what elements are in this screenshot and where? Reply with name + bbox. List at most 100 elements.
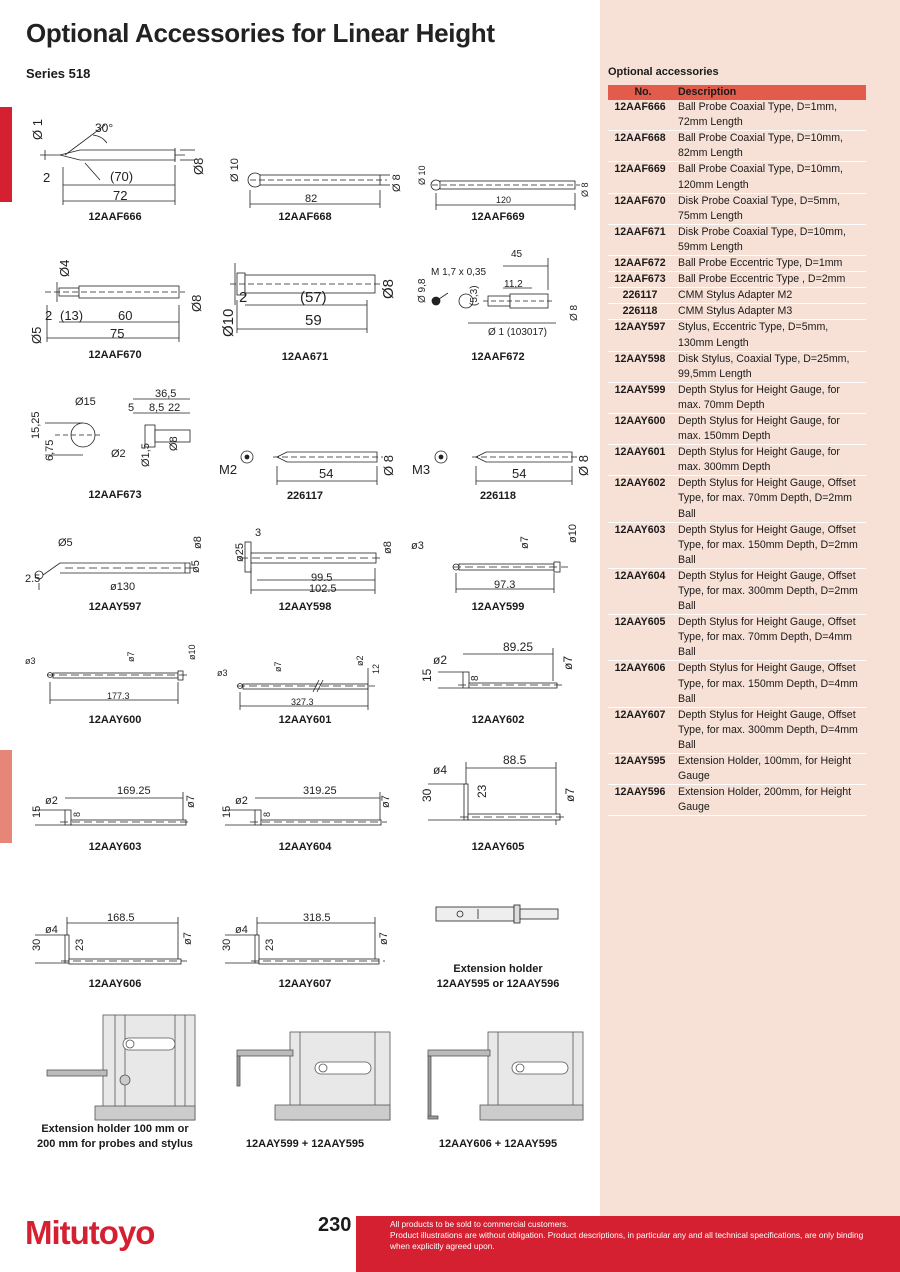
drawing-12AAF668: Ø 10 82 Ø 8 12AAF668 xyxy=(215,158,403,230)
figure-caption: 12AAY598 xyxy=(278,601,332,613)
figure-caption-line1: Extension holder xyxy=(453,963,543,975)
dim-label: ø2 xyxy=(355,655,365,666)
cell-order-number: 12AAY596 xyxy=(608,784,674,817)
figure-caption: 12AAF669 xyxy=(471,211,525,223)
dim-label: 11,2 xyxy=(504,279,523,290)
dim-label: ø4 xyxy=(45,924,58,936)
dim-label: 22 xyxy=(168,402,180,414)
cell-description: Depth Stylus for Height Gauge, for max. … xyxy=(674,382,866,414)
figure-caption: 12AAY603 xyxy=(88,841,142,853)
drawing-12AAY607: 318.5 ø4 30 23 ø7 12AAY607 xyxy=(215,905,395,997)
figure-caption: 12AA671 xyxy=(281,351,329,363)
dim-label: 8 xyxy=(470,675,481,681)
drawing-226117: M2 54 Ø 8 226117 xyxy=(215,440,396,510)
drawing-12AAY602: 89.25 ø2 15 8 ø7 12AAY602 xyxy=(408,636,588,732)
drawing-12AAY603: 169.25 ø2 15 8 ø7 12AAY603 xyxy=(25,780,205,860)
dim-label: ø8 xyxy=(382,541,394,554)
dim-label: Ø10 xyxy=(220,309,237,337)
dim-label: ø7 xyxy=(561,656,575,670)
figure-caption: 12AAF673 xyxy=(88,489,142,501)
dim-label: Ø15 xyxy=(75,396,96,408)
cell-description: Ball Probe Coaxial Type, D=10mm, 82mm Le… xyxy=(674,130,866,163)
cell-description: Disk Probe Coaxial Type, D=5mm, 75mm Len… xyxy=(674,193,866,225)
dim-label: (5,3) xyxy=(469,285,480,306)
cell-order-number: 12AAF669 xyxy=(608,161,674,194)
photo-caption: 12AAY599 + 12AAY595 xyxy=(245,1138,365,1150)
dim-label: 2 xyxy=(45,308,52,323)
figure-caption: 12AAF670 xyxy=(88,349,142,361)
dim-label: 8 xyxy=(72,812,82,817)
dim-label: 2.5 xyxy=(25,573,40,585)
drawing-12AAY606: 168.5 ø4 30 23 ø7 12AAY606 xyxy=(25,905,205,997)
dim-label: M3 xyxy=(412,462,430,477)
dim-label: ø3 xyxy=(25,656,36,666)
drawing-226118: M3 54 Ø 8 226118 xyxy=(408,440,591,510)
dim-label: 2 xyxy=(239,289,247,306)
figure-caption: 12AAY600 xyxy=(88,714,142,726)
figure-caption: 12AAF668 xyxy=(278,211,332,223)
figure-caption: 12AAF666 xyxy=(88,211,142,223)
dim-label: 54 xyxy=(512,466,526,481)
cell-description: Depth Stylus for Height Gauge, Offset Ty… xyxy=(674,568,866,616)
photo-caption-line1: Extension holder 100 mm or xyxy=(41,1123,189,1135)
photo-caption: 12AAY606 + 12AAY595 xyxy=(438,1138,558,1150)
dim-label: 72 xyxy=(113,188,127,203)
photo-12AAY599-12AAY595: 12AAY599 + 12AAY595 xyxy=(215,1030,395,1155)
cell-order-number: 12AAF668 xyxy=(608,130,674,163)
drawing-extension-holder: Extension holder 12AAY595 or 12AAY596 xyxy=(408,895,588,995)
figure-caption: 12AAY606 xyxy=(88,978,142,990)
cell-description: Ball Probe Eccentric Type , D=2mm xyxy=(674,271,866,289)
cell-order-number: 12AAF672 xyxy=(608,255,674,273)
drawing-12AAY599: ø3 ø7 ø10 97.3 12AAY599 xyxy=(408,524,588,620)
photo-caption-line2: 200 mm for probes and stylus xyxy=(37,1138,193,1150)
cell-order-number: 12AAY600 xyxy=(608,413,674,446)
cell-description: Extension Holder, 200mm, for Height Gaug… xyxy=(674,784,866,817)
dim-label: Ø2 xyxy=(111,448,126,460)
cell-order-number: 12AAF666 xyxy=(608,100,674,132)
dim-label: 30 xyxy=(31,939,43,951)
dim-label: 168.5 xyxy=(107,912,135,924)
figure-caption: 12AAY602 xyxy=(471,714,525,726)
dim-label: 15,25 xyxy=(30,411,42,439)
dim-label: ø7 xyxy=(185,795,197,808)
cell-description: Depth Stylus for Height Gauge, Offset Ty… xyxy=(674,475,866,523)
dim-label: 36,5 xyxy=(155,388,176,400)
dim-label: Ø8 xyxy=(380,279,397,299)
cell-order-number: 12AAY607 xyxy=(608,707,674,755)
cell-description: CMM Stylus Adapter M2 xyxy=(674,287,866,305)
dim-label: ø4 xyxy=(433,763,447,777)
dim-label: Ø 10 xyxy=(229,158,241,182)
figure-caption: 12AAY604 xyxy=(278,841,332,853)
cell-order-number: 12AAY601 xyxy=(608,444,674,477)
figure-caption: 226117 xyxy=(286,490,324,502)
column-header-no: No. xyxy=(608,85,674,101)
dim-label: Ø 9,8 xyxy=(417,278,428,303)
drawing-12AAY600: ø3 ø7 ø10 177.3 12AAY600 xyxy=(25,644,205,732)
dim-label: 45 xyxy=(511,249,523,260)
cell-order-number: 12AAY606 xyxy=(608,660,674,708)
cell-description: Depth Stylus for Height Gauge, Offset Ty… xyxy=(674,522,866,569)
dim-label: Ø 8 xyxy=(569,304,580,321)
footer-disclaimer: All products to be sold to commercial cu… xyxy=(390,1219,885,1252)
cell-description: Depth Stylus for Height Gauge, for max. … xyxy=(674,444,866,477)
drawing-12AAY601: ø3 ø7 ø2 12 327.3 12AAY601 xyxy=(215,655,395,732)
cell-description: Extension Holder, 100mm, for Height Gaug… xyxy=(674,753,866,786)
dim-label: ø7 xyxy=(380,795,392,808)
cell-description: Stylus, Eccentric Type, D=5mm, 130mm Len… xyxy=(674,319,866,352)
dim-label: ø3 xyxy=(217,668,228,678)
dim-label: 15 xyxy=(221,806,233,818)
dim-label: Ø8 xyxy=(191,158,206,175)
dim-label: Ø 8 xyxy=(381,455,396,476)
